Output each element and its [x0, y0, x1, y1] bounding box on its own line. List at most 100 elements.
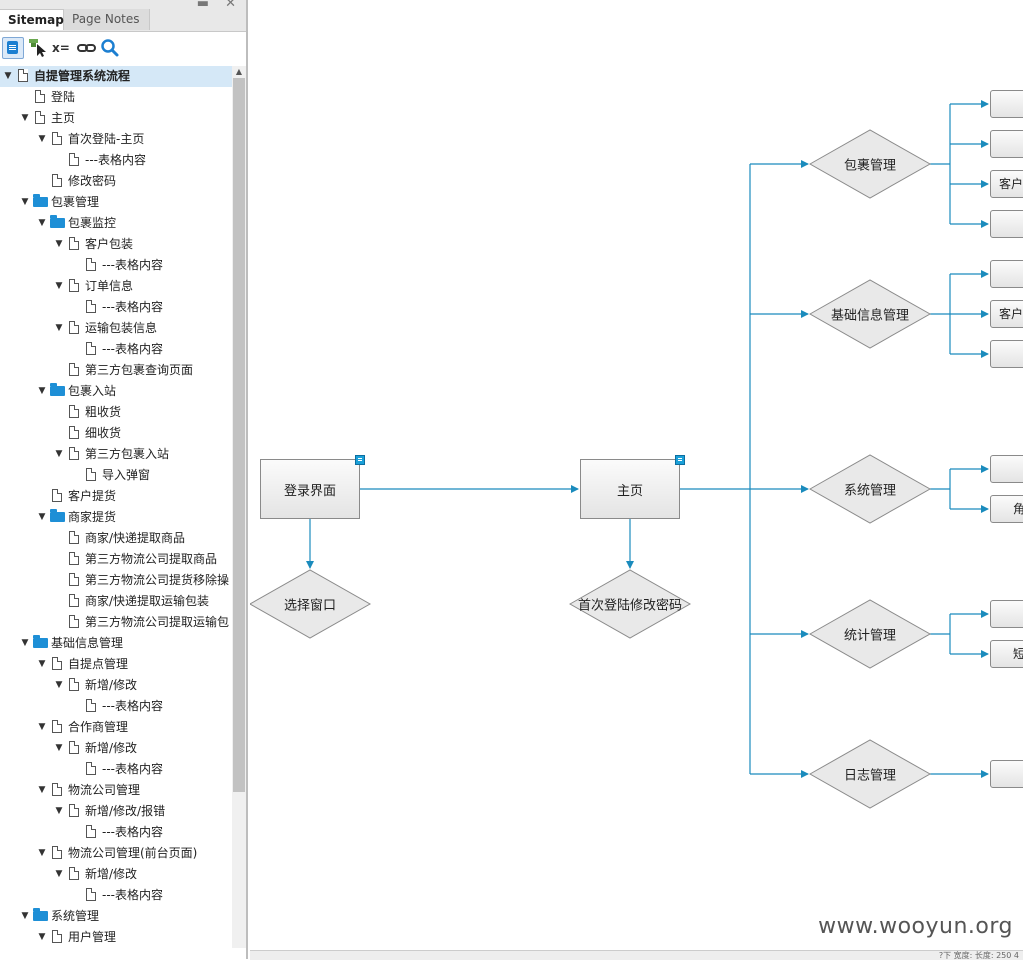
tree-item[interactable]: ▼物流公司管理 — [0, 780, 232, 801]
chevron-down-icon[interactable]: ▼ — [55, 323, 63, 333]
chevron-down-icon[interactable]: ▼ — [55, 281, 63, 291]
tree-item[interactable]: ▼商家提货 — [0, 507, 232, 528]
note-icon[interactable] — [355, 455, 365, 465]
tree-item[interactable]: 第三方包裹查询页面 — [0, 360, 232, 381]
sys-mgmt-label[interactable]: 系统管理 — [843, 483, 897, 499]
link-icon[interactable] — [76, 37, 98, 59]
chevron-down-icon[interactable]: ▼ — [21, 911, 29, 921]
tree-item[interactable]: ▼运输包装信息 — [0, 318, 232, 339]
sys-child-box-1[interactable] — [990, 455, 1023, 483]
tree-item[interactable]: ▼新增/修改/报错 — [0, 801, 232, 822]
tree-item[interactable]: 登陆 — [0, 87, 232, 108]
chevron-down-icon[interactable]: ▼ — [38, 722, 46, 732]
chevron-down-icon[interactable]: ▼ — [38, 512, 46, 522]
chevron-down-icon[interactable]: ▼ — [21, 113, 29, 123]
tree-item[interactable]: ▼系统管理 — [0, 906, 232, 927]
chevron-down-icon[interactable]: ▼ — [38, 659, 46, 669]
chevron-down-icon[interactable]: ▼ — [21, 638, 29, 648]
tree-item[interactable]: ▼新增/修改 — [0, 864, 232, 885]
chevron-down-icon[interactable]: ▼ — [38, 848, 46, 858]
folder-icon — [50, 215, 65, 228]
log-mgmt-label[interactable]: 日志管理 — [843, 768, 897, 784]
select-window-label[interactable]: 选择窗口 — [283, 598, 337, 614]
tree-item[interactable]: ▼包裹监控 — [0, 213, 232, 234]
tree-item[interactable]: ---表格内容 — [0, 339, 232, 360]
tree-item[interactable]: 第三方物流公司提取运输包 — [0, 612, 232, 633]
tree-item[interactable]: ▼物流公司管理(前台页面) — [0, 843, 232, 864]
chevron-down-icon[interactable]: ▼ — [55, 449, 63, 459]
scroll-thumb[interactable] — [233, 78, 245, 792]
tree-item[interactable]: ▼包裹管理 — [0, 192, 232, 213]
chevron-down-icon[interactable]: ▼ — [55, 239, 63, 249]
tree-item[interactable]: ▼第三方包裹入站 — [0, 444, 232, 465]
tree-scrollbar[interactable]: ▲ — [232, 66, 246, 948]
basic-child-box-2[interactable]: 客户 — [990, 300, 1023, 328]
tree-item[interactable]: 第三方物流公司提取商品 — [0, 549, 232, 570]
tree-item[interactable]: ▼主页 — [0, 108, 232, 129]
pkg-child-box-1[interactable] — [990, 90, 1023, 118]
chevron-down-icon[interactable]: ▼ — [55, 680, 63, 690]
tree-item[interactable]: ▼新增/修改 — [0, 738, 232, 759]
tree-item[interactable]: 商家/快递提取运输包装 — [0, 591, 232, 612]
pages-icon[interactable] — [2, 37, 24, 59]
tree-item[interactable]: 商家/快递提取商品 — [0, 528, 232, 549]
tree-item[interactable]: ▼自提点管理 — [0, 654, 232, 675]
tree-item[interactable]: ▼首次登陆-主页 — [0, 129, 232, 150]
first-login-label[interactable]: 首次登陆修改密码 — [577, 598, 683, 614]
tree-item[interactable]: 第三方物流公司提货移除操 — [0, 570, 232, 591]
tree-item[interactable]: ---表格内容 — [0, 696, 232, 717]
sys-child-box-2[interactable]: 角 — [990, 495, 1023, 523]
tree-item[interactable]: ---表格内容 — [0, 885, 232, 906]
tree-item[interactable]: 细收货 — [0, 423, 232, 444]
chevron-down-icon[interactable]: ▼ — [38, 134, 46, 144]
chevron-down-icon[interactable]: ▼ — [38, 386, 46, 396]
note-icon[interactable] — [675, 455, 685, 465]
chevron-down-icon[interactable]: ▼ — [55, 806, 63, 816]
tree-item[interactable]: ▼基础信息管理 — [0, 633, 232, 654]
pkg-child-box-2[interactable] — [990, 130, 1023, 158]
home-node[interactable]: 主页 — [580, 459, 680, 519]
cursor-icon[interactable] — [28, 37, 50, 59]
tree-item[interactable]: 修改密码 — [0, 171, 232, 192]
stats-mgmt-label[interactable]: 统计管理 — [843, 628, 897, 644]
tree-item[interactable]: ▼包裹入站 — [0, 381, 232, 402]
search-icon[interactable] — [99, 37, 121, 59]
tab-page-notes[interactable]: Page Notes — [64, 9, 150, 30]
login-screen-node[interactable]: 登录界面 — [260, 459, 360, 519]
basic-info-label[interactable]: 基础信息管理 — [830, 308, 910, 324]
tree-item[interactable]: ▼新增/修改 — [0, 675, 232, 696]
tree-item[interactable]: 粗收货 — [0, 402, 232, 423]
stats-child-box-2[interactable]: 短 — [990, 640, 1023, 668]
log-child-box-1[interactable] — [990, 760, 1023, 788]
tree-item[interactable]: ▼订单信息 — [0, 276, 232, 297]
scroll-up-arrow[interactable]: ▲ — [235, 67, 243, 76]
chevron-down-icon[interactable]: ▼ — [38, 218, 46, 228]
tree-item[interactable]: ---表格内容 — [0, 297, 232, 318]
pkg-child-box-3[interactable]: 客户 — [990, 170, 1023, 198]
chevron-down-icon[interactable]: ▼ — [38, 932, 46, 942]
tab-sitemap[interactable]: Sitemap — [0, 9, 64, 30]
tree-item[interactable]: ▼客户包装 — [0, 234, 232, 255]
tree-item[interactable]: 客户提货 — [0, 486, 232, 507]
stats-child-box-1[interactable] — [990, 600, 1023, 628]
chevron-down-icon[interactable]: ▼ — [4, 71, 12, 81]
pkg-mgmt-label[interactable]: 包裹管理 — [843, 158, 897, 174]
chevron-down-icon[interactable]: ▼ — [55, 743, 63, 753]
variables-button[interactable]: x= — [52, 41, 70, 55]
tree-item[interactable]: ---表格内容 — [0, 759, 232, 780]
chevron-down-icon[interactable]: ▼ — [38, 785, 46, 795]
basic-child-box-3[interactable] — [990, 340, 1023, 368]
pkg-child-box-4[interactable] — [990, 210, 1023, 238]
basic-child-box-1[interactable] — [990, 260, 1023, 288]
tree-item[interactable]: ---表格内容 — [0, 822, 232, 843]
tree-item[interactable]: ▼合作商管理 — [0, 717, 232, 738]
chevron-down-icon[interactable]: ▼ — [21, 197, 29, 207]
tree-item[interactable]: ---表格内容 — [0, 150, 232, 171]
tree-item[interactable]: ▼用户管理 — [0, 927, 232, 948]
panel-window-controls[interactable]: ▬ ✕ — [196, 0, 242, 11]
page-icon — [69, 321, 79, 334]
chevron-down-icon[interactable]: ▼ — [55, 869, 63, 879]
tree-item[interactable]: ---表格内容 — [0, 255, 232, 276]
tree-item[interactable]: 导入弹窗 — [0, 465, 232, 486]
tree-item[interactable]: ▼自提管理系统流程 — [0, 66, 232, 87]
